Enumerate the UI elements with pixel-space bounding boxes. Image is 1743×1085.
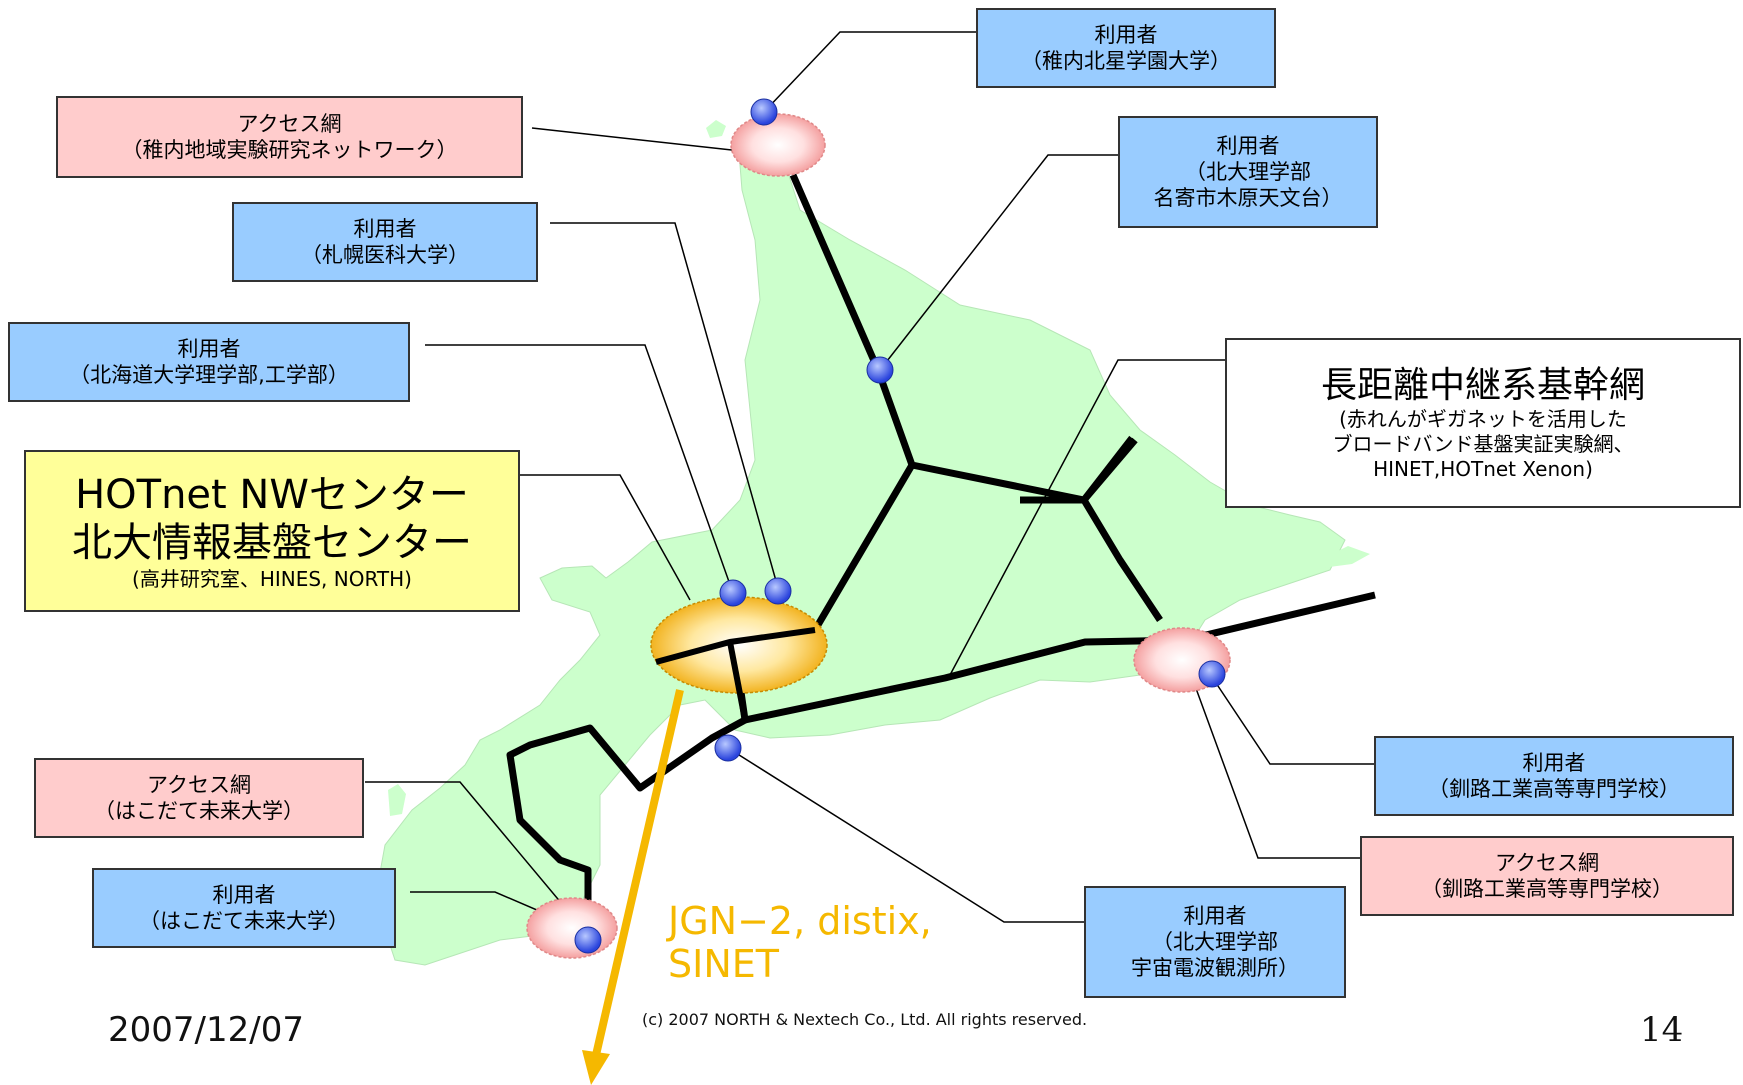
- box-subtitle: （稚内北星学園大学）: [1021, 49, 1231, 73]
- backbone-title: 長距離中継系基幹網: [1320, 364, 1645, 406]
- box-subtitle: （はこだて未来大学）: [94, 799, 304, 823]
- node-hokudai: [719, 579, 747, 607]
- external-link-line-2: SINET: [668, 941, 779, 986]
- nayoro-user-box: 利用者 （北大理学部 名寄市木原天文台）: [1118, 116, 1378, 228]
- box-title: アクセス網: [237, 111, 342, 136]
- page-number: 14: [1640, 1010, 1684, 1050]
- center-box: HOTnet NWセンター 北大情報基盤センター (高井研究室、HINES, N…: [24, 450, 520, 612]
- rishiri-island: [706, 120, 726, 138]
- hakodate-access-box: アクセス網 （はこだて未来大学）: [34, 758, 364, 838]
- kushiro-user-box: 利用者 （釧路工業高等専門学校）: [1374, 736, 1734, 816]
- footer-date: 2007/12/07: [108, 1010, 304, 1050]
- hakodate-access-ellipse: [526, 897, 618, 959]
- backbone-line-2: ブロードバンド基盤実証実験網、: [1332, 432, 1634, 457]
- box-title: 利用者: [177, 336, 241, 361]
- node-radio: [714, 734, 742, 762]
- radio-user-box: 利用者 （北大理学部 宇宙電波観測所）: [1084, 886, 1346, 998]
- wakkanai-access-box: アクセス網 （稚内地域実験研究ネットワーク）: [56, 96, 523, 178]
- external-link-arrow: [582, 689, 684, 1085]
- node-kushiro: [1198, 660, 1226, 688]
- hokudai-user-box: 利用者 （北海道大学理学部,工学部）: [8, 322, 410, 402]
- external-link-line-1: JGN−2, distix,: [668, 899, 932, 943]
- box-subtitle: （釧路工業高等専門学校）: [1428, 777, 1680, 801]
- box-title: 利用者: [1183, 903, 1247, 928]
- backbone-line-1: (赤れんがギガネットを活用した: [1339, 407, 1627, 432]
- box-subtitle: （はこだて未来大学）: [139, 909, 349, 933]
- okushiri-island: [388, 784, 406, 816]
- box-subtitle-2: 宇宙電波観測所）: [1131, 956, 1299, 981]
- box-subtitle: （稚内地域実験研究ネットワーク）: [121, 138, 458, 162]
- node-markers: [574, 98, 1226, 954]
- box-subtitle: （北海道大学理学部,工学部）: [69, 363, 349, 387]
- box-title: アクセス網: [1495, 850, 1599, 875]
- kushiro-access-box: アクセス網 （釧路工業高等専門学校）: [1360, 836, 1734, 916]
- box-subtitle-1: （北大理学部: [1185, 159, 1311, 184]
- box-title: 利用者: [353, 216, 417, 241]
- node-nayoro: [866, 356, 894, 384]
- notsuke-peninsula: [1320, 546, 1370, 568]
- center-lines: [655, 627, 816, 721]
- node-hakodate: [574, 926, 602, 954]
- hakodate-user-box: 利用者 （はこだて未来大学）: [92, 868, 396, 948]
- backbone-box: 長距離中継系基幹網 (赤れんがギガネットを活用した ブロードバンド基盤実証実験網…: [1225, 338, 1741, 508]
- sapporo-med-user-box: 利用者 （札幌医科大学）: [232, 202, 538, 282]
- wakkanai-user-box: 利用者 （稚内北星学園大学）: [976, 8, 1276, 88]
- external-link-label: JGN−2, distix, SINET: [668, 900, 932, 985]
- box-title: 利用者: [1522, 750, 1586, 775]
- wakkanai-access-ellipse: [730, 113, 826, 177]
- center-line-3: (高井研究室、HINES, NORTH): [132, 566, 412, 591]
- box-title: アクセス網: [147, 772, 251, 797]
- box-title: 利用者: [1094, 22, 1158, 47]
- footer-copyright: (c) 2007 NORTH & Nextech Co., Ltd. All r…: [642, 1010, 1088, 1029]
- center-line-1: HOTnet NWセンター: [75, 471, 469, 518]
- box-title: 利用者: [1216, 133, 1280, 158]
- box-title: 利用者: [212, 882, 276, 907]
- backbone-line-3: HINET,HOTnet Xenon): [1373, 457, 1593, 482]
- box-subtitle: （釧路工業高等専門学校）: [1421, 877, 1673, 901]
- box-subtitle-1: （北大理学部: [1152, 929, 1278, 954]
- leader-lines: [365, 31, 1382, 936]
- node-sapporo-med: [764, 577, 792, 605]
- box-subtitle: （札幌医科大学）: [301, 243, 469, 267]
- backbone-line-east: [1081, 435, 1135, 503]
- center-line-2: 北大情報基盤センター: [72, 519, 472, 566]
- node-wakkanai: [750, 98, 778, 126]
- box-subtitle-2: 名寄市木原天文台）: [1153, 186, 1343, 211]
